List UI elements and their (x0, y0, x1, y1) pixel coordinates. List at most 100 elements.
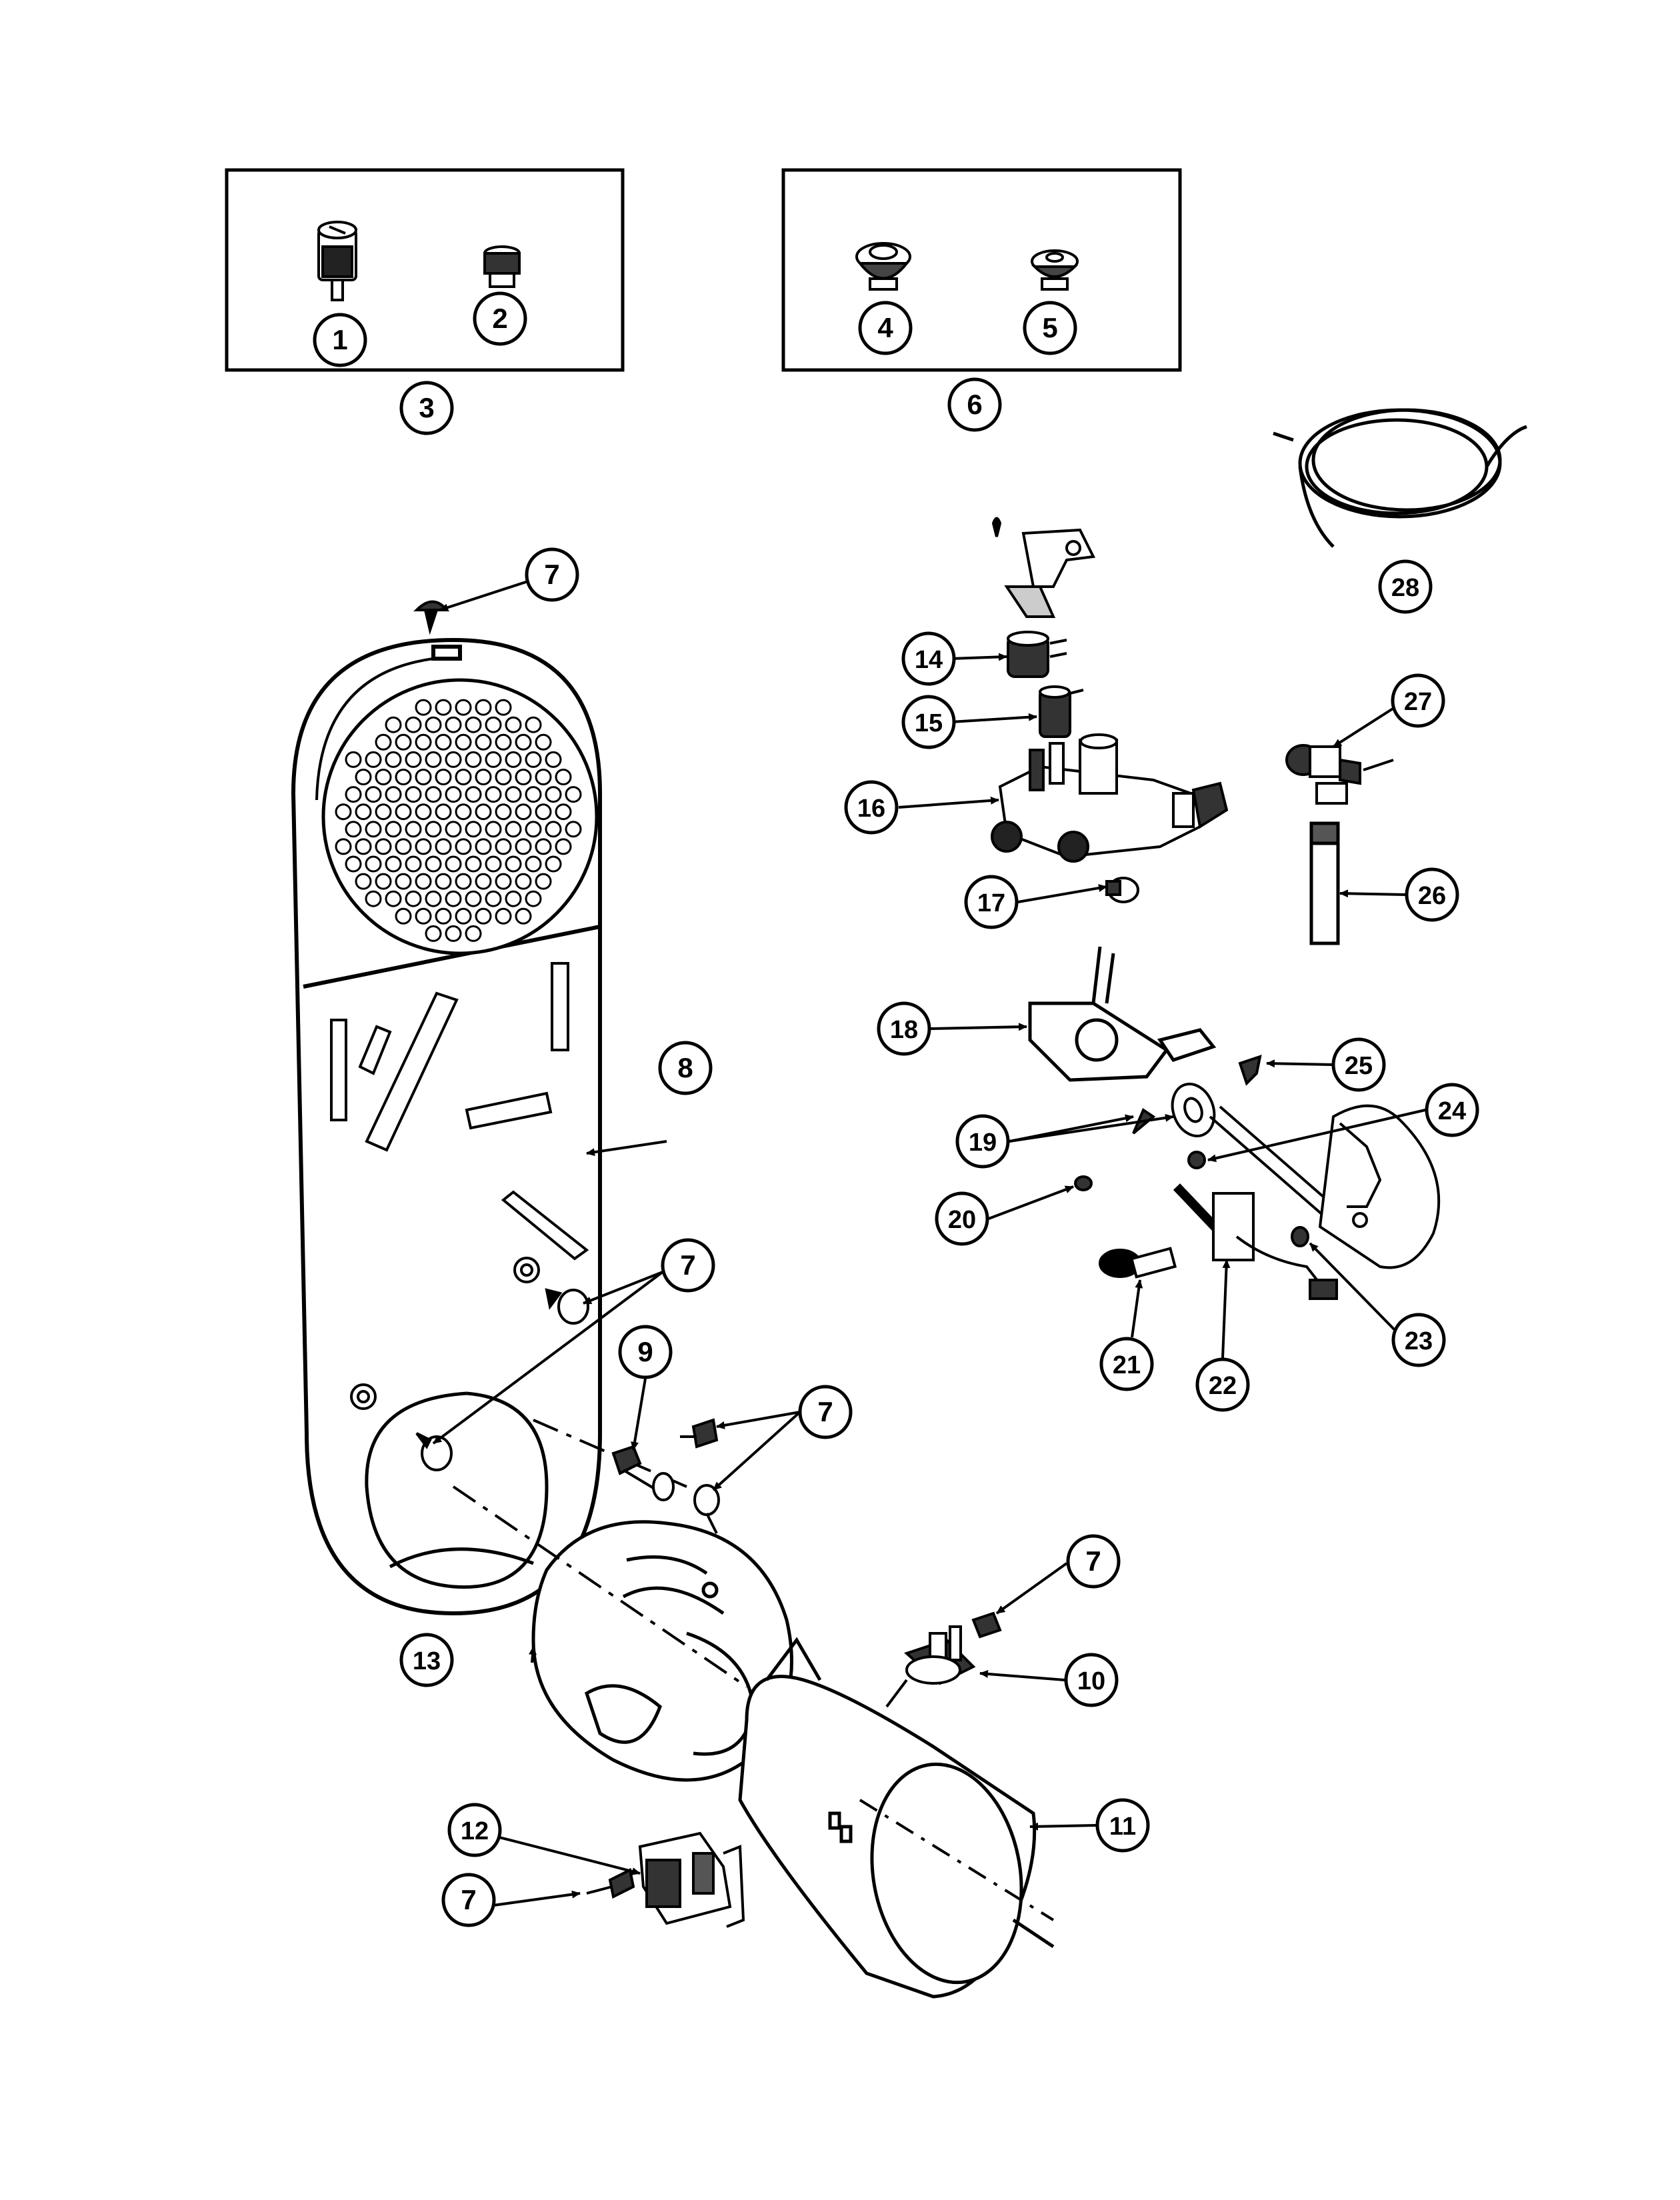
callout-c27: 27 (1391, 673, 1445, 728)
screen-hole (455, 733, 472, 751)
callout-label: 7 (461, 1884, 476, 1915)
screen-hole (405, 716, 422, 733)
callout-c22: 22 (1195, 1357, 1250, 1412)
callout-circle (798, 1385, 853, 1439)
screen-hole (375, 838, 392, 855)
callout-c12: 12 (447, 1803, 502, 1857)
screen-hole (475, 803, 492, 821)
screen-hole (465, 751, 482, 768)
screen-hole (475, 873, 492, 890)
screen-hole (405, 751, 422, 768)
callout-circle (399, 1633, 454, 1687)
screen-hole (465, 925, 482, 942)
screen-hole (365, 890, 382, 907)
screen-hole (465, 855, 482, 873)
screen-hole (385, 890, 402, 907)
screen-hole (345, 855, 362, 873)
screen-hole (445, 751, 462, 768)
callout-label: 7 (1085, 1545, 1101, 1577)
screen-hole (445, 925, 462, 942)
callout-label: 10 (1077, 1667, 1105, 1695)
screen-hole (505, 751, 522, 768)
screen-hole (485, 890, 502, 907)
callout-c28: 28 (1378, 559, 1433, 614)
screen-hole (485, 821, 502, 838)
screen-hole (545, 786, 562, 803)
screen-hole (385, 716, 402, 733)
screen-hole (525, 786, 542, 803)
callout-label: 14 (915, 646, 943, 674)
screen-hole (535, 769, 552, 785)
leader-lines (432, 579, 1426, 1907)
callout-c7d: 7 (1066, 1534, 1121, 1589)
screen-hole (475, 699, 492, 716)
screen-hole (435, 699, 452, 716)
callout-circle (901, 695, 956, 749)
callout-label: 27 (1404, 688, 1432, 716)
callout-label: 26 (1418, 882, 1446, 910)
callout-c9: 9 (618, 1325, 673, 1379)
screen-hole (465, 890, 482, 907)
screen-hole (375, 769, 392, 785)
pipe-part-26 (1309, 821, 1340, 945)
callout-label: 6 (967, 389, 982, 420)
screen-holes (335, 699, 582, 942)
screen-hole (365, 786, 382, 803)
screen-hole (495, 907, 512, 925)
screen-hole (495, 733, 512, 751)
screen-hole (455, 907, 472, 925)
screen-hole (395, 733, 412, 751)
callout-circle (1425, 1083, 1479, 1137)
screen-hole (555, 803, 572, 821)
screen-hole (345, 751, 362, 768)
callout-circle (947, 377, 1002, 432)
screen-hole (475, 733, 492, 751)
callout-c17: 17 (964, 875, 1019, 929)
screen-hole (385, 821, 402, 838)
screen-hole (385, 751, 402, 768)
burner-tube-part-11 (738, 1637, 1055, 1999)
kit-box-6 (781, 168, 1182, 372)
callout-circle (858, 301, 913, 355)
callout-label: 28 (1391, 574, 1419, 602)
screen-hole (345, 786, 362, 803)
screen-hole (395, 803, 412, 821)
screen-hole (455, 838, 472, 855)
callout-label: 19 (969, 1129, 997, 1157)
callout-circle (1195, 1357, 1250, 1412)
gas-valve-part-16 (991, 733, 1229, 863)
screen-hole (515, 769, 532, 785)
screw-part-7 (413, 600, 1002, 1899)
screen-hole (535, 838, 552, 855)
callout-c14: 14 (901, 631, 956, 686)
callout-c7b: 7 (661, 1238, 715, 1293)
callout-c16: 16 (844, 780, 899, 835)
screen-hole (515, 907, 532, 925)
igniter-part-12 (638, 1831, 745, 1928)
callout-label: 7 (544, 559, 559, 590)
screen-hole (455, 769, 472, 785)
callout-c7c: 7 (798, 1385, 853, 1439)
screen-hole (455, 803, 472, 821)
callout-label: 24 (1438, 1097, 1466, 1125)
callout-circle (1378, 559, 1433, 614)
screen-hole (415, 803, 432, 821)
bracket-part-9 (611, 1445, 675, 1501)
callout-label: 5 (1042, 312, 1057, 343)
screen-hole (565, 821, 582, 838)
screen-hole (465, 716, 482, 733)
screen-hole (445, 821, 462, 838)
screen-hole (515, 803, 532, 821)
screen-hole (375, 733, 392, 751)
callout-c21: 21 (1099, 1337, 1154, 1391)
screen-hole (415, 699, 432, 716)
screen-hole (425, 855, 442, 873)
callout-label: 25 (1345, 1052, 1373, 1080)
screen-hole (535, 733, 552, 751)
screen-hole (375, 803, 392, 821)
screen-hole (355, 838, 372, 855)
callout-circle (1391, 1313, 1446, 1367)
screen-hole (445, 855, 462, 873)
callout-c23: 23 (1391, 1313, 1446, 1367)
